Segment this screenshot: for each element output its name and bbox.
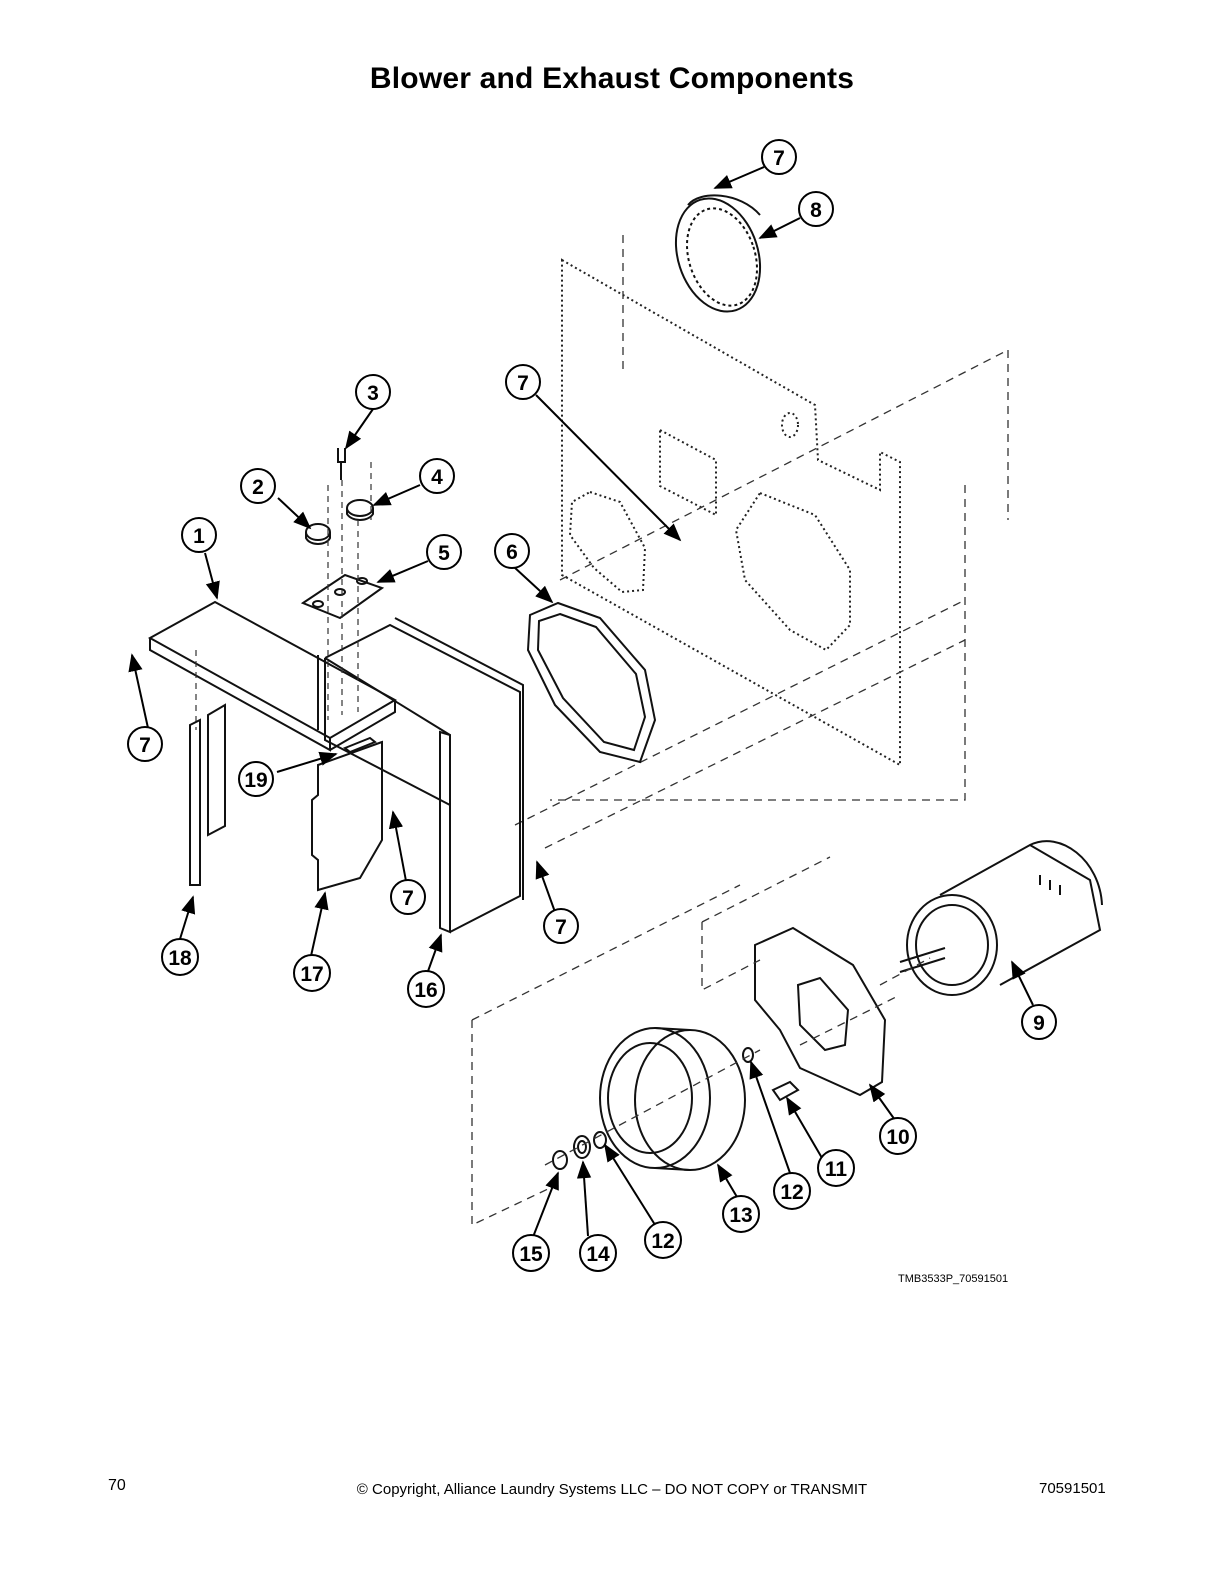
thermostat-right (346, 499, 374, 521)
blower-motor (899, 840, 1103, 996)
callout-7-plate: 7 (390, 879, 426, 915)
svg-text:19: 19 (244, 769, 267, 792)
panel-dashed-envelope (514, 235, 1009, 849)
callout-15: 15 (512, 1234, 550, 1272)
callout-7-left: 7 (127, 726, 163, 762)
callout-6: 6 (494, 533, 530, 569)
svg-text:18: 18 (168, 947, 192, 970)
callout-11: 11 (817, 1149, 855, 1187)
callout-7-panel: 7 (505, 364, 541, 400)
callout-10: 10 (879, 1117, 917, 1155)
callout-14: 14 (579, 1234, 617, 1272)
vertical-alignment-lines (195, 462, 372, 730)
hub-14 (573, 1135, 591, 1159)
blower-wheel (599, 1027, 746, 1171)
sensor-screw (337, 448, 346, 480)
svg-text:3: 3 (367, 382, 379, 405)
svg-text:7: 7 (517, 372, 529, 395)
callout-3: 3 (355, 374, 391, 410)
svg-text:1: 1 (193, 525, 205, 548)
callout-17: 17 (293, 954, 331, 992)
callout-8: 8 (798, 191, 834, 227)
callout-16: 16 (407, 970, 445, 1008)
svg-text:7: 7 (773, 147, 785, 170)
svg-text:16: 16 (414, 979, 437, 1002)
cover-plate (311, 736, 383, 892)
lower-dashed-envelope (471, 856, 931, 1227)
svg-text:9: 9 (1033, 1012, 1045, 1035)
motor-mount-plate (754, 926, 887, 1097)
svg-text:8: 8 (810, 199, 822, 222)
blower-housing (324, 617, 524, 934)
nut-15 (552, 1150, 568, 1170)
leader-lines (128, 166, 1034, 1238)
svg-text:7: 7 (555, 916, 567, 939)
svg-text:10: 10 (886, 1126, 909, 1149)
exhaust-collar (674, 194, 762, 313)
callout-12-upper: 12 (773, 1172, 811, 1210)
callout-9: 9 (1021, 1004, 1057, 1040)
callout-2: 2 (240, 468, 276, 504)
svg-text:17: 17 (300, 963, 323, 986)
callouts: 7 8 3 7 2 4 1 5 6 7 19 7 7 18 17 16 9 10… (127, 139, 1057, 1272)
callout-19: 19 (238, 761, 274, 797)
svg-text:11: 11 (825, 1158, 848, 1181)
washer-12-upper (742, 1047, 754, 1063)
svg-text:12: 12 (651, 1230, 674, 1253)
page-number: 70 (108, 1477, 126, 1494)
svg-text:15: 15 (519, 1243, 543, 1266)
svg-text:7: 7 (402, 887, 414, 910)
copyright-notice: © Copyright, Alliance Laundry Systems LL… (356, 1481, 868, 1498)
svg-text:7: 7 (139, 734, 151, 757)
svg-text:6: 6 (506, 541, 518, 564)
callout-1: 1 (181, 517, 217, 553)
callout-12-lower: 12 (644, 1221, 682, 1259)
svg-text:4: 4 (431, 466, 443, 489)
callout-7-housing: 7 (543, 908, 579, 944)
bolt-11 (771, 1080, 800, 1102)
svg-text:12: 12 (780, 1181, 803, 1204)
svg-text:14: 14 (586, 1243, 610, 1266)
svg-text:5: 5 (438, 542, 450, 565)
svg-text:13: 13 (729, 1204, 752, 1227)
washer-12-lower (593, 1131, 607, 1149)
callout-7-top: 7 (761, 139, 797, 175)
callout-4: 4 (419, 458, 455, 494)
page-title: Blower and Exhaust Components (369, 62, 855, 95)
callout-5: 5 (426, 534, 462, 570)
callout-13: 13 (722, 1195, 760, 1233)
callout-18: 18 (161, 938, 199, 976)
side-bracket (189, 703, 226, 886)
back-panel (561, 258, 901, 767)
thermostat-left (305, 523, 331, 545)
thermostat-bracket (300, 573, 385, 620)
octagon-gasket (526, 601, 657, 764)
svg-text:2: 2 (252, 476, 264, 499)
figure-id: TMB3533P_70591501 (898, 1273, 1009, 1285)
document-number: 70591501 (1039, 1480, 1106, 1497)
top-cover (147, 600, 398, 752)
